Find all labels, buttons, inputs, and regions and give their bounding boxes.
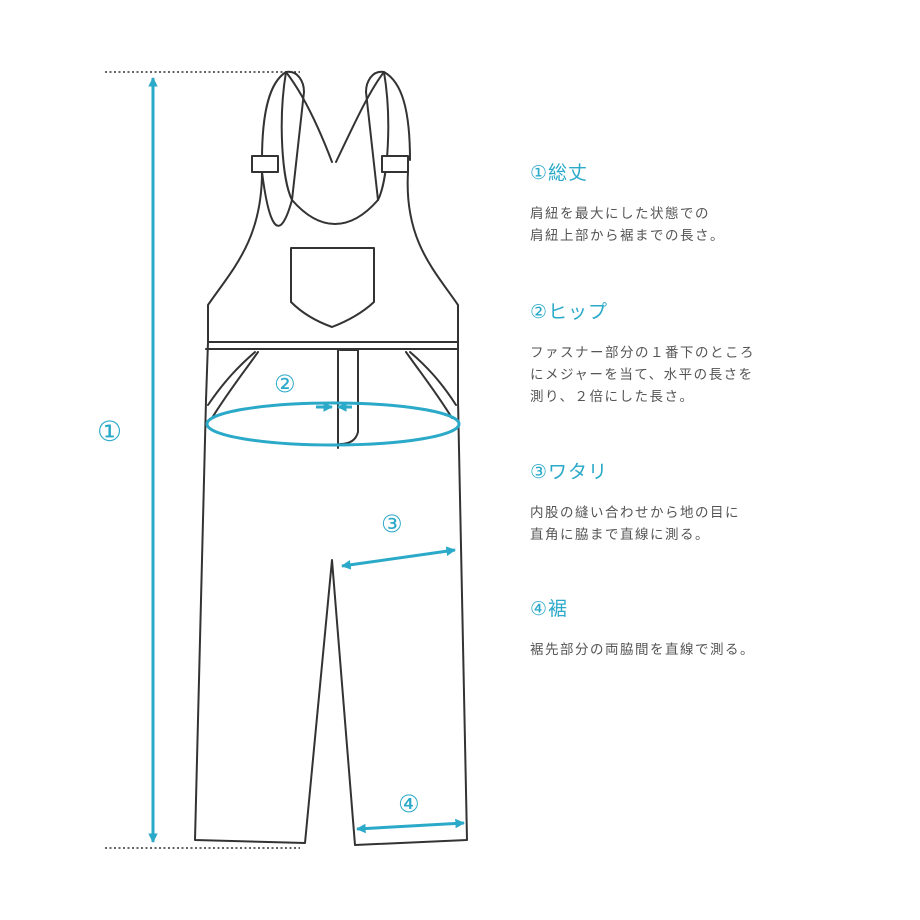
left-buckle: [251, 155, 279, 173]
left-pocket: [207, 351, 259, 419]
legend-thigh: ③ワタリ 内股の縫い合わせから地の目に 直角に脇まで直線に測る。: [530, 457, 890, 546]
bib-pocket: [290, 247, 375, 328]
bib: [207, 71, 459, 343]
fly: [337, 349, 359, 449]
marker-total-length: ①: [97, 415, 123, 448]
left-strap: [261, 70, 305, 201]
legend-description: 内股の縫い合わせから地の目に 直角に脇まで直線に測る。: [530, 505, 740, 543]
marker-thigh: ③: [381, 510, 403, 538]
marker-hip: ②: [274, 370, 296, 398]
right-pocket: [405, 351, 457, 419]
legend-description: ファスナー部分の１番下のところ にメジャーを当て、水平の長さを 測り、２倍にした…: [530, 345, 755, 405]
legend-title: ③ワタリ: [530, 461, 609, 483]
legend-hem: ④裾 裾先部分の両脇間を直線で測る。: [530, 594, 890, 661]
legend-title: ②ヒップ: [530, 301, 609, 323]
legend-description: 肩紐を最大にした状態での 肩紐上部から裾までの長さ。: [530, 206, 725, 244]
hip-ellipse: [205, 401, 461, 447]
marker-hem: ④: [398, 790, 420, 818]
hem-arrow: [356, 818, 465, 834]
legend-title: ①総丈: [530, 162, 589, 184]
thigh-arrow: [341, 546, 456, 570]
pants: [194, 341, 468, 846]
legend-description: 裾先部分の両脇間を直線で測る。: [530, 642, 755, 658]
legend-hip: ②ヒップ ファスナー部分の１番下のところ にメジャーを当て、水平の長さを 測り、…: [530, 297, 890, 408]
right-buckle: [381, 155, 409, 173]
legend-total-length: ①総丈 肩紐を最大にした状態での 肩紐上部から裾までの長さ。: [530, 158, 890, 247]
legend-title: ④裾: [530, 598, 569, 620]
overalls-outline: [194, 70, 468, 846]
